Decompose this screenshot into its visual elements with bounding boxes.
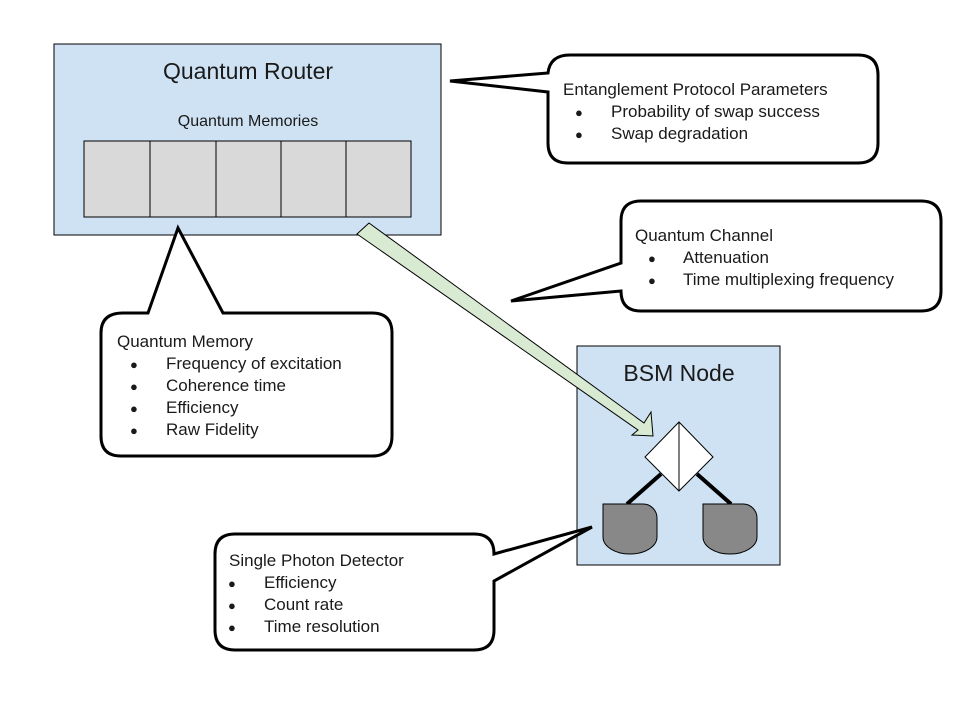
bullet-icon: ● [575, 127, 583, 142]
memory-item: Raw Fidelity [166, 420, 259, 439]
channel-item: Attenuation [683, 248, 769, 267]
protocol-item: Probability of swap success [611, 102, 820, 121]
bullet-icon: ● [130, 401, 138, 416]
memory-item: Efficiency [166, 398, 239, 417]
quantum-channel-arrow [356, 222, 654, 437]
memory-array [83, 140, 412, 218]
protocol-item: Swap degradation [611, 124, 748, 143]
bsm-title: BSM Node [623, 360, 734, 386]
memory-cell [83, 140, 151, 218]
protocol-title: Entanglement Protocol Parameters [563, 80, 828, 99]
photon-detector-right-icon [702, 503, 758, 555]
memories-label: Quantum Memories [178, 113, 319, 130]
beam-splitter-icon [644, 421, 714, 492]
bullet-icon: ● [130, 357, 138, 372]
memory-cell [280, 140, 347, 218]
bullet-icon: ● [130, 379, 138, 394]
router-title: Quantum Router [163, 58, 333, 84]
memory-callout: Quantum Memory ● Frequency of excitation… [99, 224, 394, 458]
channel-callout-bubble [510, 199, 943, 313]
photon-detector-left-icon [602, 503, 658, 555]
channel-title: Quantum Channel [635, 226, 773, 245]
memory-cell [345, 140, 412, 218]
memory-cell [149, 140, 217, 218]
memory-item: Frequency of excitation [166, 354, 342, 373]
bullet-icon: ● [228, 598, 236, 613]
detector-callout-bubble [213, 525, 593, 652]
bullet-icon: ● [228, 576, 236, 591]
detector-link-left [625, 472, 663, 506]
detector-item: Count rate [264, 595, 343, 614]
bullet-icon: ● [648, 273, 656, 288]
channel-item: Time multiplexing frequency [683, 270, 895, 289]
memory-title: Quantum Memory [117, 332, 254, 351]
bullet-icon: ● [228, 620, 236, 635]
bullet-icon: ● [130, 423, 138, 438]
quantum-router-node: Quantum Router Quantum Memories [53, 43, 442, 236]
memory-cell [215, 140, 282, 218]
detector-link-right [695, 472, 733, 506]
detector-item: Efficiency [264, 573, 337, 592]
bullet-icon: ● [648, 251, 656, 266]
channel-callout: Quantum Channel ● Attenuation ● Time mul… [510, 199, 943, 313]
protocol-callout-bubble [449, 53, 880, 165]
detector-item: Time resolution [264, 617, 380, 636]
memory-callout-bubble [99, 224, 394, 458]
protocol-callout: Entanglement Protocol Parameters ● Proba… [449, 53, 880, 165]
bsm-node: BSM Node [576, 345, 781, 566]
bullet-icon: ● [575, 105, 583, 120]
detector-title: Single Photon Detector [229, 551, 404, 570]
detector-callout: Single Photon Detector ● Efficiency ● Co… [213, 525, 593, 652]
memory-item: Coherence time [166, 376, 286, 395]
